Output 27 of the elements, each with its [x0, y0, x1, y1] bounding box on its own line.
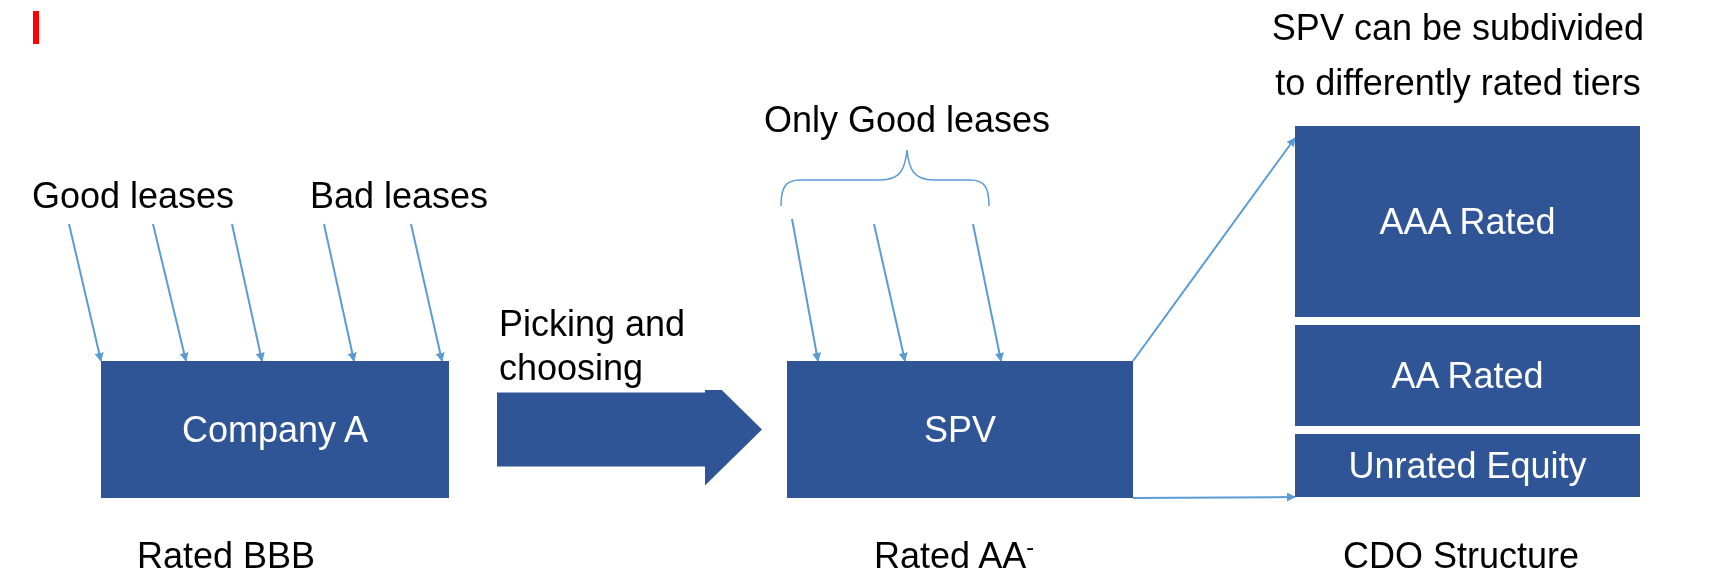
rating-box: [787, 361, 1133, 498]
heading-text: Only Good leases: [763, 100, 1051, 140]
rating-caption: Rated BBB: [135, 534, 317, 578]
arrow: [972, 223, 1004, 362]
arrow: [68, 223, 104, 362]
box-label: AA Rated: [1391, 354, 1544, 397]
arrow: [1132, 492, 1296, 502]
note-text: SPV can be subdivided to differently rated tiers: [1270, 6, 1646, 105]
arrow: [152, 223, 189, 362]
box-label: Unrated Equity: [1348, 444, 1587, 487]
arrow: [873, 223, 908, 362]
box-label: Company A: [181, 408, 369, 451]
heading-text: Good leases: [31, 176, 235, 216]
rating-box: [1295, 434, 1640, 497]
rating-box: [1295, 325, 1640, 426]
heading-text: Bad leases: [309, 176, 489, 216]
arrow: [323, 223, 357, 362]
rating-caption: Rated AA$^{-}$: [873, 533, 1035, 578]
arrow: [410, 223, 445, 362]
arrow: [791, 218, 821, 362]
structure-caption: CDO Structure: [1341, 534, 1581, 578]
box-label: SPV: [923, 408, 996, 451]
arrow: [1132, 137, 1296, 362]
rating-box: [1295, 126, 1640, 317]
arrow: [231, 223, 265, 362]
rating-box: [101, 361, 449, 498]
box-label: AAA Rated: [1379, 200, 1556, 243]
